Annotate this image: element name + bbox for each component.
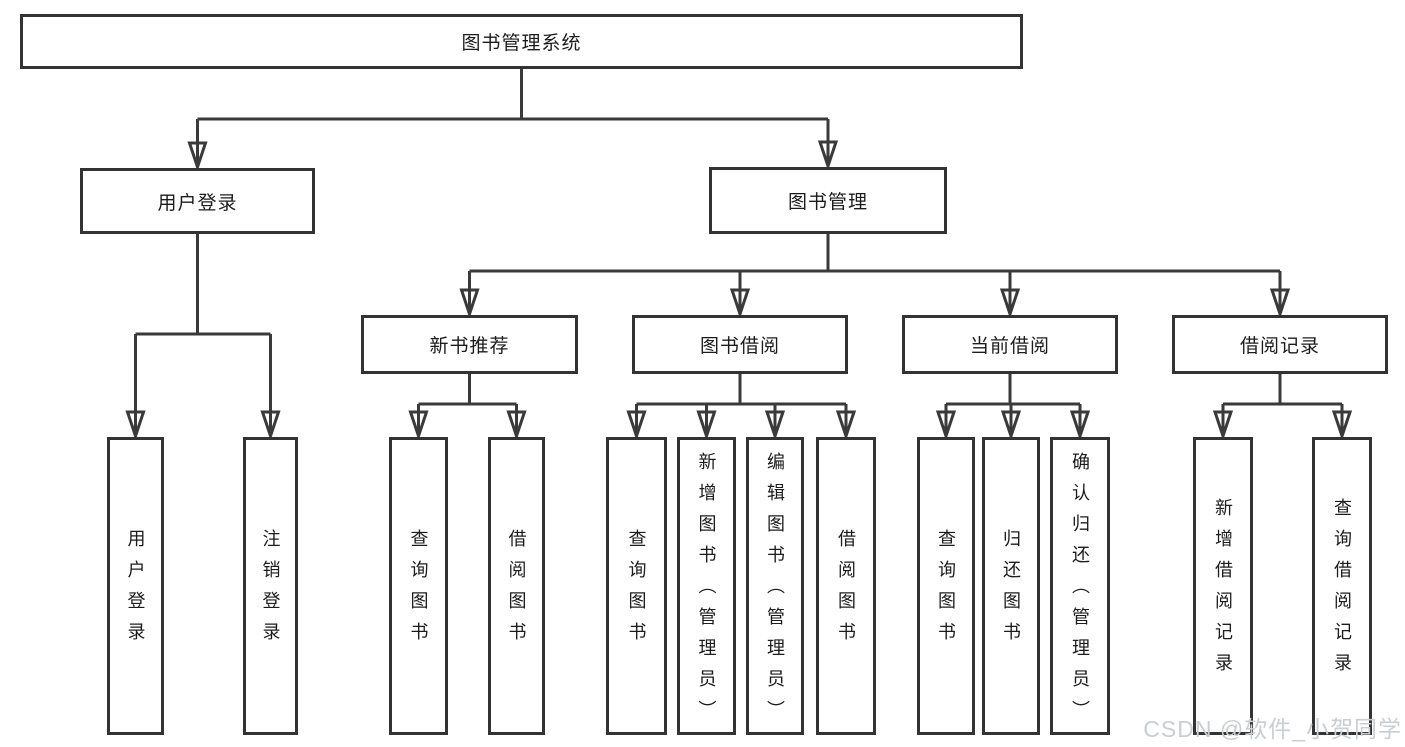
csdn-watermark: CSDN @软件_小贺同学 <box>1143 716 1402 742</box>
leaf-logout: 注销登录 <box>243 437 298 735</box>
leaf-borrow-books-borrow: 借阅图书 <box>816 437 876 735</box>
node-borrowing-records: 借阅记录 <box>1172 315 1388 374</box>
leaf-query-borrow-record: 查询借阅记录 <box>1312 437 1372 735</box>
leaf-user-login: 用户登录 <box>107 437 164 735</box>
leaf-confirm-return-admin: 确认归还（管理员） <box>1050 437 1110 735</box>
node-library-system: 图书管理系统 <box>20 14 1023 69</box>
node-book-borrowing: 图书借阅 <box>632 315 848 374</box>
node-new-book-recommend: 新书推荐 <box>361 315 578 374</box>
node-current-borrowing: 当前借阅 <box>902 315 1118 374</box>
node-book-management: 图书管理 <box>709 167 947 234</box>
node-user-login: 用户登录 <box>80 168 315 234</box>
leaf-add-borrow-record: 新增借阅记录 <box>1193 437 1253 735</box>
leaf-query-books-current: 查询图书 <box>917 437 975 735</box>
leaf-return-book: 归还图书 <box>982 437 1040 735</box>
leaf-query-books-borrow: 查询图书 <box>606 437 667 735</box>
leaf-borrow-books-recommend: 借阅图书 <box>488 437 545 735</box>
leaf-edit-book-admin: 编辑图书（管理员） <box>746 437 804 735</box>
leaf-query-books-recommend: 查询图书 <box>389 437 448 735</box>
leaf-add-book-admin: 新增图书（管理员） <box>677 437 736 735</box>
